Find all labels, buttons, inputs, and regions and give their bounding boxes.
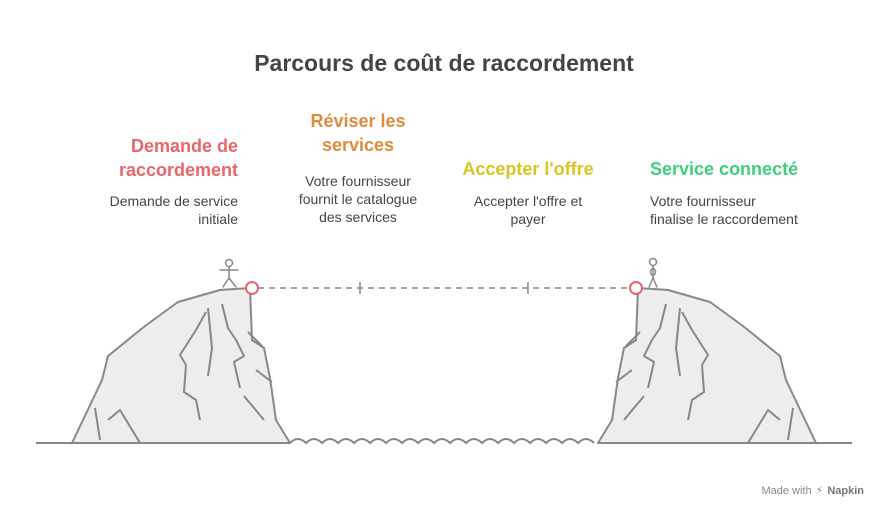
step-3-title-line1: Accepter l'offre [462, 159, 594, 179]
step-2-desc-line3: des services [319, 209, 397, 225]
step-3-desc-line2: payer [510, 211, 546, 227]
step-2-title-line1: Réviser les [310, 111, 406, 131]
watermark-prefix: Made with [761, 484, 812, 497]
napkin-logo-icon: ⚡ [815, 485, 824, 497]
step-3-title: Accepter l'offre [438, 157, 618, 181]
step-2-description: Votre fournisseur fournit le catalogue d… [278, 172, 438, 226]
step-1-title-line2: raccordement [118, 160, 238, 180]
left-cliff [71, 287, 291, 444]
step-1-description: Demande de service initiale [110, 192, 238, 228]
step-2-title-line2: services [321, 135, 395, 155]
step-4-desc-line2: finalise le raccordement [650, 211, 798, 227]
step-2-desc-line1: Votre fournisseur [305, 173, 411, 189]
step-3-description: Accepter l'offre et payer [438, 192, 618, 228]
watermark-brand: Napkin [827, 484, 864, 497]
step-3-desc-line1: Accepter l'offre et [473, 193, 583, 209]
watermark: Made with ⚡ Napkin [761, 484, 864, 498]
step-4-title: Service connecté [650, 157, 798, 181]
step-1-title: Demande de raccordement [119, 134, 238, 182]
person-right-icon [648, 257, 658, 288]
step-2-title: Réviser les services [278, 109, 438, 157]
step-4-title-line1: Service connecté [650, 159, 799, 179]
end-marker [629, 281, 643, 295]
step-1-desc-line1: Demande de service [109, 193, 238, 209]
step-1-desc-line2: initiale [198, 211, 238, 227]
step-4-desc-line1: Votre fournisseur [650, 193, 756, 209]
step-1-title-line1: Demande de [130, 136, 238, 156]
diagram-title: Parcours de coût de raccordement [254, 50, 634, 76]
right-cliff [597, 287, 817, 444]
person-left-icon [219, 258, 239, 288]
step-4-description: Votre fournisseur finalise le raccordeme… [650, 192, 798, 228]
step-2-desc-line2: fournit le catalogue [298, 191, 418, 207]
water-waves [289, 438, 595, 445]
start-marker [245, 281, 259, 295]
